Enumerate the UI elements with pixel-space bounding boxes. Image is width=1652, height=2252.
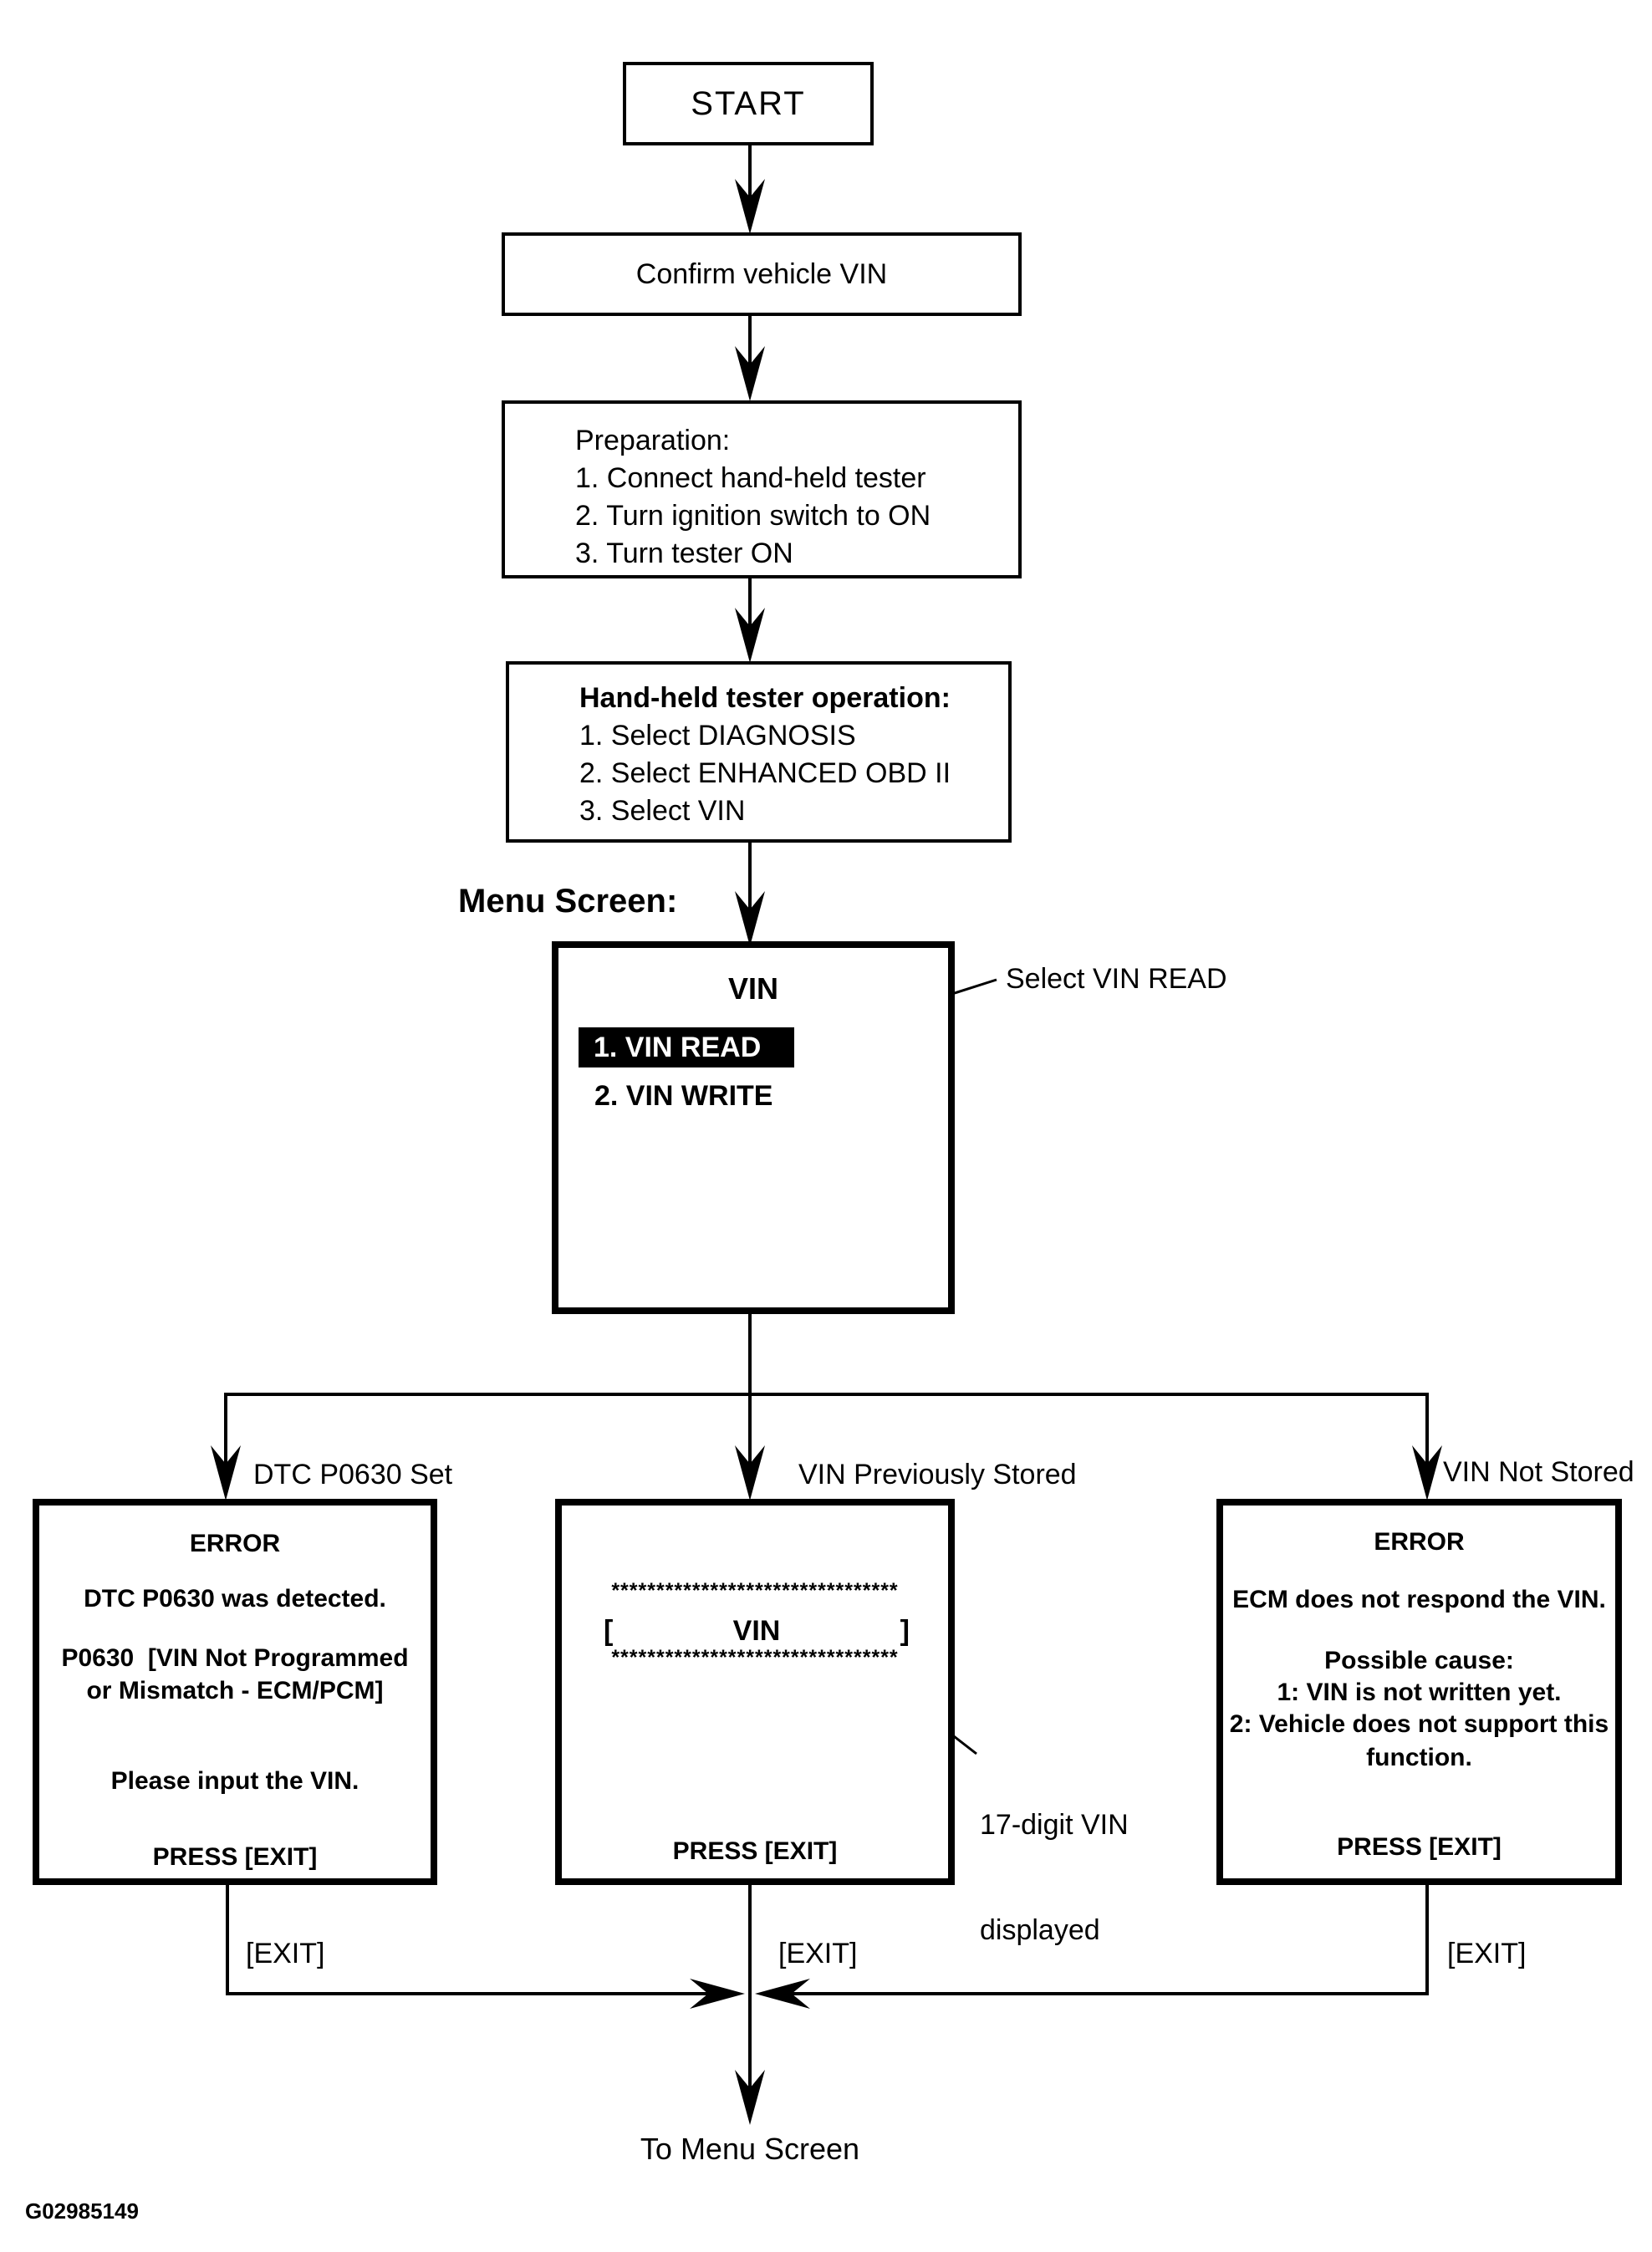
menu-title: VIN [727, 971, 778, 1006]
menu-item-vin-read-selected: 1. VIN READ [579, 1027, 794, 1067]
vin-bracket-row: [ VIN ] [562, 1611, 948, 1651]
node-menu-screen: VIN 1. VIN READ 2. VIN WRITE [552, 941, 955, 1314]
error-line: function. [1366, 1744, 1472, 1771]
menu-screen-heading: Menu Screen: [458, 883, 678, 920]
preparation-step: 2. Turn ignition switch to ON [575, 500, 931, 532]
branch-label-vin-not-stored: VIN Not Stored [1443, 1456, 1634, 1488]
asterisk-row: ******************************** [611, 1646, 899, 1669]
error-line: P0630 [VIN Not Programmed [61, 1644, 409, 1672]
arrowhead-branch-left [211, 1445, 241, 1500]
error-line: ECM does not respond the VIN. [1232, 1586, 1606, 1613]
preparation-title: Preparation: [575, 425, 731, 456]
node-start: START [623, 62, 874, 145]
error-line: DTC P0630 was detected. [84, 1585, 386, 1613]
to-menu-screen-label: To Menu Screen [640, 2132, 860, 2166]
node-confirm-vin: Confirm vehicle VIN [502, 232, 1022, 316]
exit-label-left: [EXIT] [246, 1938, 325, 1969]
tester-operation-title: Hand-held tester operation: [579, 682, 951, 714]
node-preparation: Preparation: 1. Connect hand-held tester… [502, 400, 1022, 578]
bracket-close: ] [900, 1614, 910, 1647]
node-error-ecm-no-response: ERROR ECM does not respond the VIN. Poss… [1216, 1499, 1622, 1885]
preparation-step: 3. Turn tester ON [575, 538, 793, 569]
preparation-step: 1. Connect hand-held tester [575, 462, 926, 494]
error-line: Please input the VIN. [110, 1767, 359, 1795]
error-title: ERROR [189, 1530, 281, 1557]
branch-label-vin-previously-stored: VIN Previously Stored [798, 1459, 1077, 1490]
start-label: START [691, 84, 806, 122]
arrowhead-to-menu-screen [735, 2070, 765, 2125]
arrowhead-branch-middle [735, 1445, 765, 1500]
arrowhead-exit-converge-right [755, 1979, 810, 2009]
callout-17-digit-vin: 17-digit VIN displayed [980, 1737, 1129, 2018]
confirm-vin-label: Confirm vehicle VIN [635, 257, 888, 290]
node-tester-operation: Hand-held tester operation: 1. Select DI… [506, 661, 1012, 843]
error-line: 1: VIN is not written yet. [1277, 1679, 1562, 1706]
branch-label-dtc-p0630-set: DTC P0630 Set [253, 1459, 453, 1490]
arrowhead-preparation-tester [735, 608, 765, 663]
press-exit-label: PRESS [EXIT] [152, 1843, 318, 1871]
figure-code: G02985149 [25, 2199, 139, 2224]
arrowhead-branch-right [1412, 1445, 1442, 1500]
callout-select-vin-read: Select VIN READ [1006, 963, 1227, 995]
exit-label-right: [EXIT] [1447, 1938, 1527, 1969]
arrowhead-exit-converge-left [690, 1979, 745, 2009]
vin-field-label: VIN [732, 1614, 781, 1647]
error-title: ERROR [1374, 1528, 1465, 1556]
tester-operation-step: 2. Select ENHANCED OBD II [579, 757, 951, 789]
node-vin-display-screen: ******************************** [ VIN ]… [555, 1499, 955, 1885]
callout-17-digit-vin-line2: displayed [980, 1914, 1100, 1946]
error-line: or Mismatch - ECM/PCM] [86, 1677, 384, 1704]
asterisk-row: ******************************** [611, 1579, 899, 1602]
menu-item-vin-write: 2. VIN WRITE [594, 1080, 773, 1112]
tester-operation-step: 1. Select DIAGNOSIS [579, 720, 856, 752]
error-line: 2: Vehicle does not support this [1229, 1710, 1609, 1738]
press-exit-label: PRESS [EXIT] [672, 1837, 838, 1865]
bracket-open: [ [604, 1614, 614, 1647]
arrowhead-confirm-preparation [735, 346, 765, 401]
exit-label-middle: [EXIT] [778, 1938, 858, 1969]
tester-operation-step: 3. Select VIN [579, 795, 746, 827]
node-error-dtc-p0630: ERROR DTC P0630 was detected. P0630 [VIN… [33, 1499, 437, 1885]
arrowhead-tester-menu [735, 891, 765, 946]
callout-17-digit-vin-line1: 17-digit VIN [980, 1809, 1129, 1841]
arrowhead-start-confirm [735, 179, 765, 234]
press-exit-label: PRESS [EXIT] [1337, 1833, 1502, 1861]
error-line: Possible cause: [1324, 1647, 1514, 1674]
